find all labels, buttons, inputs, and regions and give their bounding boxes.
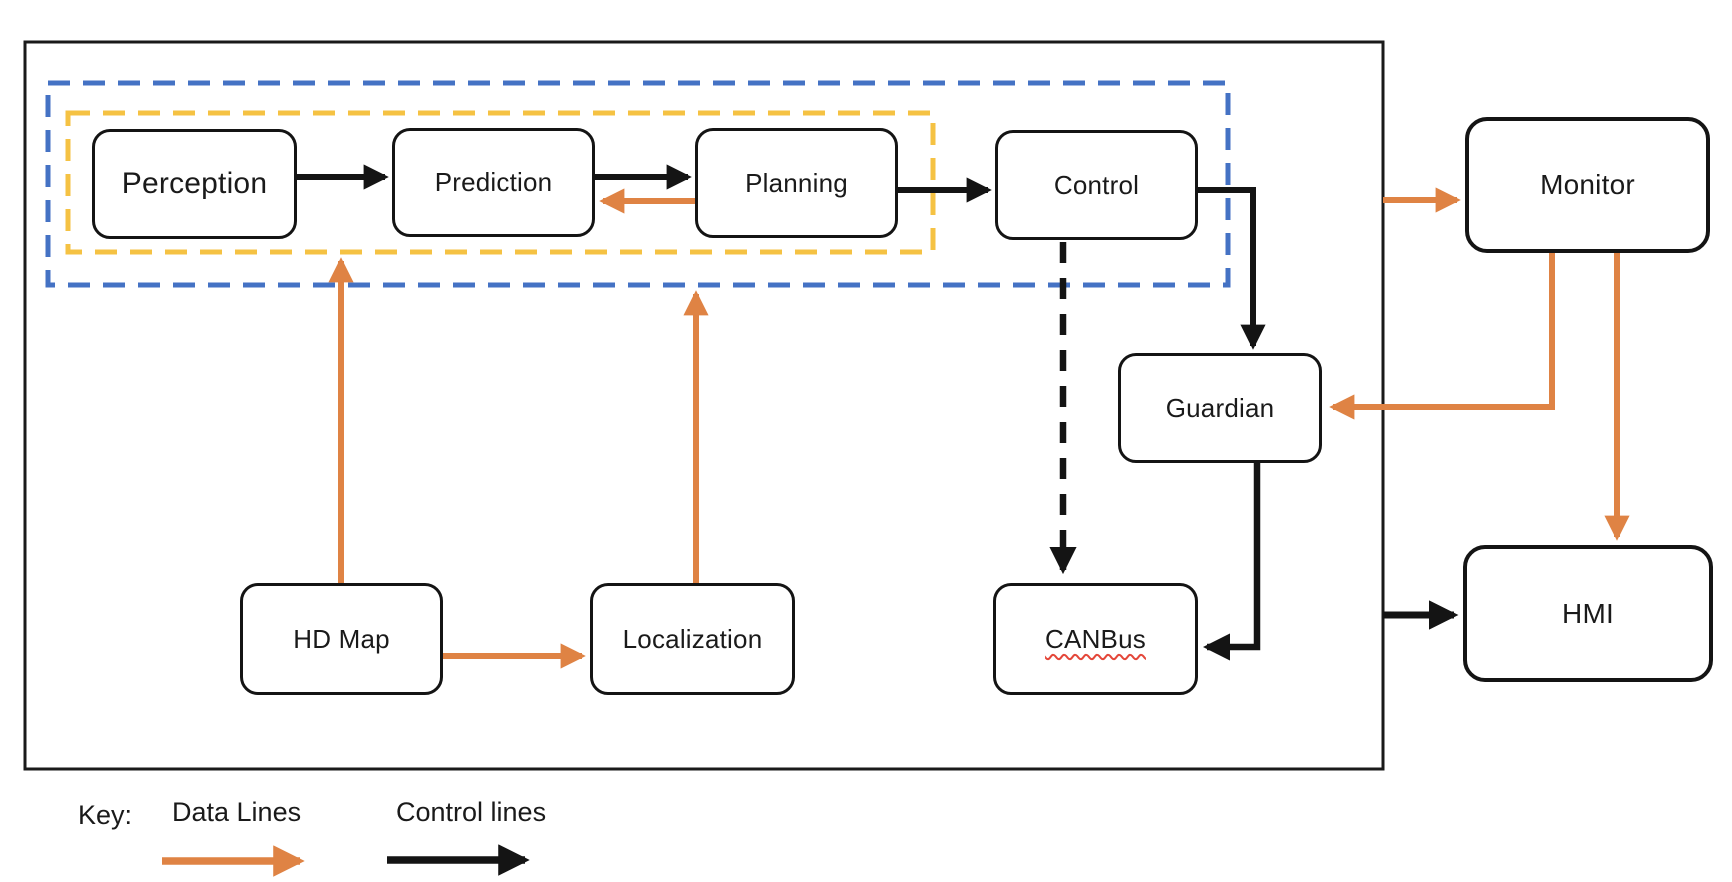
node-planning-label: Planning <box>745 167 848 198</box>
node-monitor-label: Monitor <box>1540 169 1635 200</box>
node-prediction: Prediction <box>392 128 595 237</box>
node-monitor: Monitor <box>1465 117 1710 253</box>
key-title: Key: <box>78 800 133 830</box>
blue-dashed-group <box>45 80 1231 288</box>
key-data-lines-label: Data Lines <box>172 797 302 827</box>
node-guardian: Guardian <box>1118 353 1322 463</box>
node-hmi-label: HMI <box>1562 597 1614 629</box>
key-control-lines-label: Control lines <box>396 797 547 827</box>
node-localization-label: Localization <box>622 623 763 654</box>
node-hdmap: HD Map <box>240 583 443 695</box>
node-perception-label: Perception <box>121 167 268 200</box>
node-hdmap-label: HD Map <box>293 623 390 654</box>
node-localization: Localization <box>590 583 795 695</box>
node-planning: Planning <box>695 128 898 238</box>
node-prediction-label: Prediction <box>434 167 553 197</box>
node-control-label: Control <box>1053 169 1140 200</box>
node-canbus: CANBus <box>993 583 1198 695</box>
node-guardian-label: Guardian <box>1165 392 1275 423</box>
node-control: Control <box>995 130 1198 240</box>
node-perception: Perception <box>92 129 297 239</box>
yellow-dashed-group <box>65 110 936 255</box>
edge-control-to-guardian <box>1198 187 1266 350</box>
edge-monitor-to-guardian <box>1329 253 1555 420</box>
edge-guardian-to-canbus <box>1202 463 1261 661</box>
node-canbus-label: CANBus <box>1045 623 1146 654</box>
node-hmi: HMI <box>1463 545 1713 682</box>
